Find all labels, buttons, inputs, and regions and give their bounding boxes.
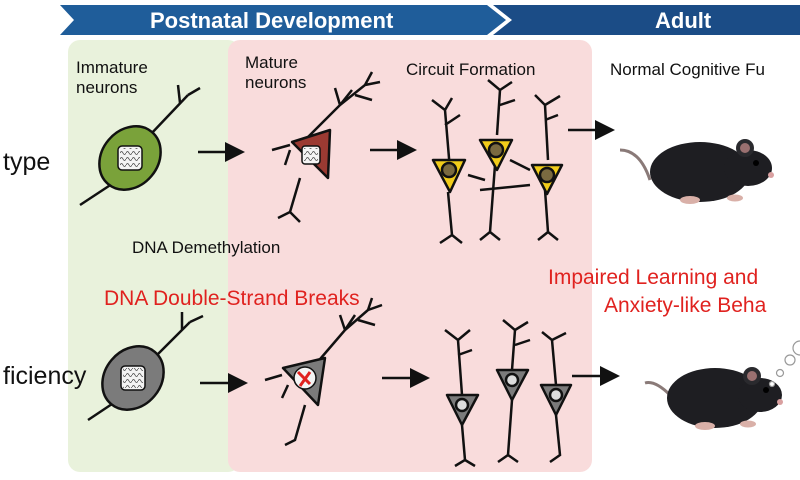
mature-neuron-icon-top [271,71,381,223]
postnatal-development-header: Postnatal Development [150,8,394,33]
normal-cognitive-label: Normal Cognitive Fu [610,60,765,79]
wild-type-row-label: type [3,148,51,176]
impaired-learning-label: Impaired Learning and [548,266,759,289]
anxiety-behavior-label: Anxiety-like Beha [604,294,767,317]
dna-double-strand-breaks-label: DNA Double-Strand Breaks [104,287,360,310]
dna-demethylation-label: DNA Demethylation [132,238,281,257]
circuit-formation-label: Circuit Formation [406,60,536,79]
immature-neuron-icon-bottom [87,312,204,422]
immature-neurons-label: Immature neurons [76,58,148,97]
mature-neurons-label: Mature neurons [245,53,307,92]
immature-neuron-icon-top [79,84,201,207]
mouse-icon-bottom [644,367,783,430]
mouse-icon-top [619,139,774,204]
adult-header: Adult [655,8,712,33]
immature-stage-panel [68,40,240,472]
thought-bubble-icon [768,340,800,388]
deficiency-row-label: ficiency [3,362,87,390]
damaged-neuron-icon-bottom [264,297,383,447]
circuit-neurons-icon-bottom [444,319,573,468]
mature-stage-panel [228,40,592,472]
circuit-neurons-icon-top [431,79,564,245]
